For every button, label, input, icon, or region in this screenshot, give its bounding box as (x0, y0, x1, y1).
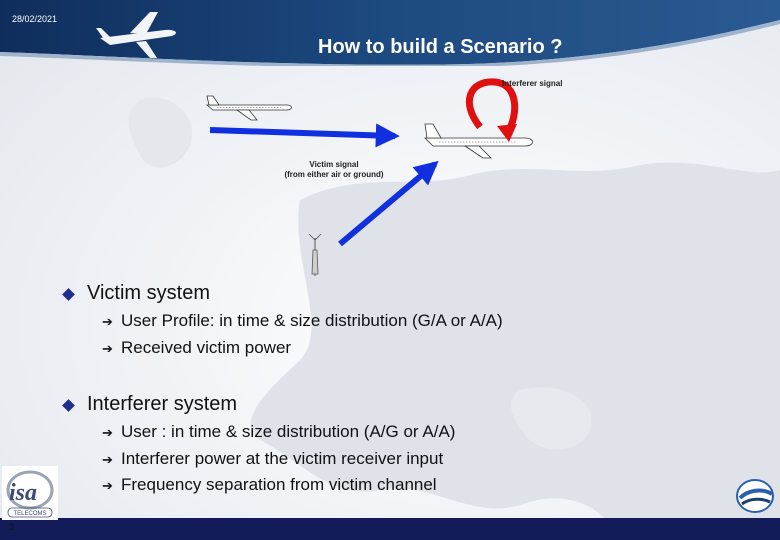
victim-item: User Profile: in time & size distributio… (121, 311, 503, 330)
right-arrow-icon: ➔ (102, 478, 113, 493)
interferer-signal-label: Interferer signal (502, 79, 563, 88)
isa-logo-subtext: TELECOMS (13, 511, 46, 517)
scenario-diagram (205, 78, 533, 276)
interferer-item: Frequency separation from victim channel (121, 475, 437, 494)
right-arrow-icon: ➔ (102, 314, 113, 329)
right-arrow-icon: ➔ (102, 425, 113, 440)
interferer-aircraft-icon (424, 123, 533, 159)
section-heading-interferer: Interferer system (87, 393, 238, 415)
interferer-item: Interferer power at the victim receiver … (121, 449, 444, 468)
ground-signal-arrow (338, 160, 439, 247)
header-band (0, 0, 780, 66)
slide-date: 28/02/2021 (12, 14, 58, 24)
right-arrow-icon: ➔ (102, 452, 113, 467)
page-number: 3 (9, 522, 15, 532)
victim-item: Received victim power (121, 338, 292, 357)
victim-aircraft-icon (205, 95, 292, 121)
antenna-icon (308, 233, 322, 276)
footer-band (0, 518, 780, 540)
background-map (128, 97, 780, 540)
section-heading-victim: Victim system (87, 282, 210, 304)
isa-telecoms-logo-icon: isa TELECOMS (2, 466, 58, 520)
airplane-logo-icon (96, 12, 176, 58)
interferer-signal-arrow (465, 78, 519, 136)
isa-logo-text: isa (9, 480, 37, 506)
right-arrow-icon: ➔ (102, 341, 113, 356)
slide-title: How to build a Scenario ? (318, 36, 563, 58)
interferer-item: User : in time & size distribution (A/G … (121, 422, 456, 441)
victim-signal-label: Victim signal (from either air or ground… (284, 160, 384, 179)
victim-signal-arrow (209, 123, 400, 148)
eurocontrol-logo-icon (736, 479, 774, 513)
